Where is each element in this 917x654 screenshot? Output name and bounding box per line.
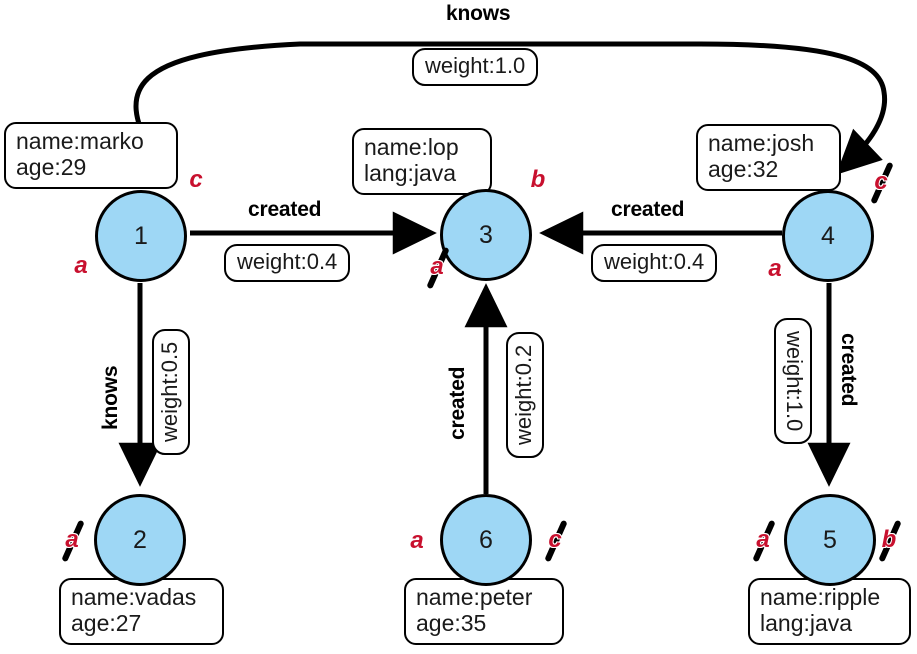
marker-letter: a <box>410 527 424 554</box>
marker-v6-a: a <box>402 524 432 558</box>
marker-letter: a <box>74 252 88 279</box>
edge-label-created-4-5: created <box>837 333 860 407</box>
edge-label-knows-top: knows <box>446 2 511 25</box>
props-peter: name:peter age:35 <box>404 578 564 645</box>
prop-line: lang:java <box>760 609 853 636</box>
marker-v2-a: a <box>57 519 87 563</box>
prop-line: name:peter <box>416 584 533 610</box>
marker-v6-c: c <box>540 519 570 563</box>
vertex-1[interactable]: 1 <box>95 190 187 282</box>
vertex-6[interactable]: 6 <box>440 494 532 586</box>
edge-label-created-1-3: created <box>248 198 322 221</box>
vertex-5[interactable]: 5 <box>784 494 876 586</box>
marker-letter: c <box>548 526 562 553</box>
edge-label-created-4-3: created <box>611 198 685 221</box>
marker-letter: b <box>530 166 546 193</box>
prop-line: name:vadas <box>71 584 197 610</box>
vertex-label: 5 <box>823 525 837 554</box>
weight-created-4-3: weight:0.4 <box>591 244 718 282</box>
marker-letter: a <box>768 255 782 282</box>
marker-v1-a: a <box>66 249 96 283</box>
prop-line: name:ripple <box>760 584 881 610</box>
props-vadas: name:vadas age:27 <box>59 578 224 645</box>
weight-created-1-3: weight:0.4 <box>224 244 351 282</box>
vertex-4[interactable]: 4 <box>782 190 874 282</box>
marker-v4-a: a <box>760 252 790 286</box>
marker-v5-a: a <box>748 519 778 563</box>
prop-line: name:marko <box>16 128 144 154</box>
marker-v3-b: b <box>523 163 553 197</box>
edge-label-created-6-3: created <box>446 366 469 440</box>
weight-created-4-5: weight:1.0 <box>774 318 812 445</box>
prop-line: lang:java <box>364 159 457 186</box>
vertex-label: 1 <box>134 221 148 250</box>
marker-v4-c: c <box>866 161 896 205</box>
vertex-2[interactable]: 2 <box>94 494 186 586</box>
marker-v5-b: b <box>874 519 904 563</box>
prop-line: age:29 <box>16 153 87 180</box>
prop-line: age:35 <box>416 609 487 636</box>
marker-letter: a <box>65 526 79 553</box>
weight-knows-1-2: weight:0.5 <box>152 328 190 455</box>
weight-created-6-3: weight:0.2 <box>506 331 544 458</box>
edge-label-knows-1-2: knows <box>99 365 122 430</box>
marker-letter: a <box>430 253 444 280</box>
vertex-label: 2 <box>133 525 147 554</box>
marker-letter: c <box>874 168 888 195</box>
prop-line: age:27 <box>71 609 142 636</box>
props-lop: name:lop lang:java <box>352 128 492 195</box>
props-josh: name:josh age:32 <box>696 124 841 191</box>
vertex-label: 6 <box>479 525 493 554</box>
marker-v3-a: a <box>422 246 452 290</box>
marker-letter: a <box>756 526 770 553</box>
prop-line: age:32 <box>708 155 779 182</box>
vertex-label: 3 <box>479 220 493 249</box>
props-ripple: name:ripple lang:java <box>748 578 911 645</box>
weight-knows-1-4: weight:1.0 <box>412 48 539 86</box>
edge-knows-1-4 <box>133 41 888 175</box>
vertex-3[interactable]: 3 <box>440 189 532 281</box>
marker-letter: b <box>881 526 897 553</box>
vertex-label: 4 <box>821 221 835 250</box>
prop-line: name:josh <box>708 130 815 156</box>
props-marko: name:marko age:29 <box>4 122 178 189</box>
prop-line: name:lop <box>364 134 459 160</box>
marker-v1-c: c <box>181 163 211 197</box>
marker-letter: c <box>189 166 203 193</box>
